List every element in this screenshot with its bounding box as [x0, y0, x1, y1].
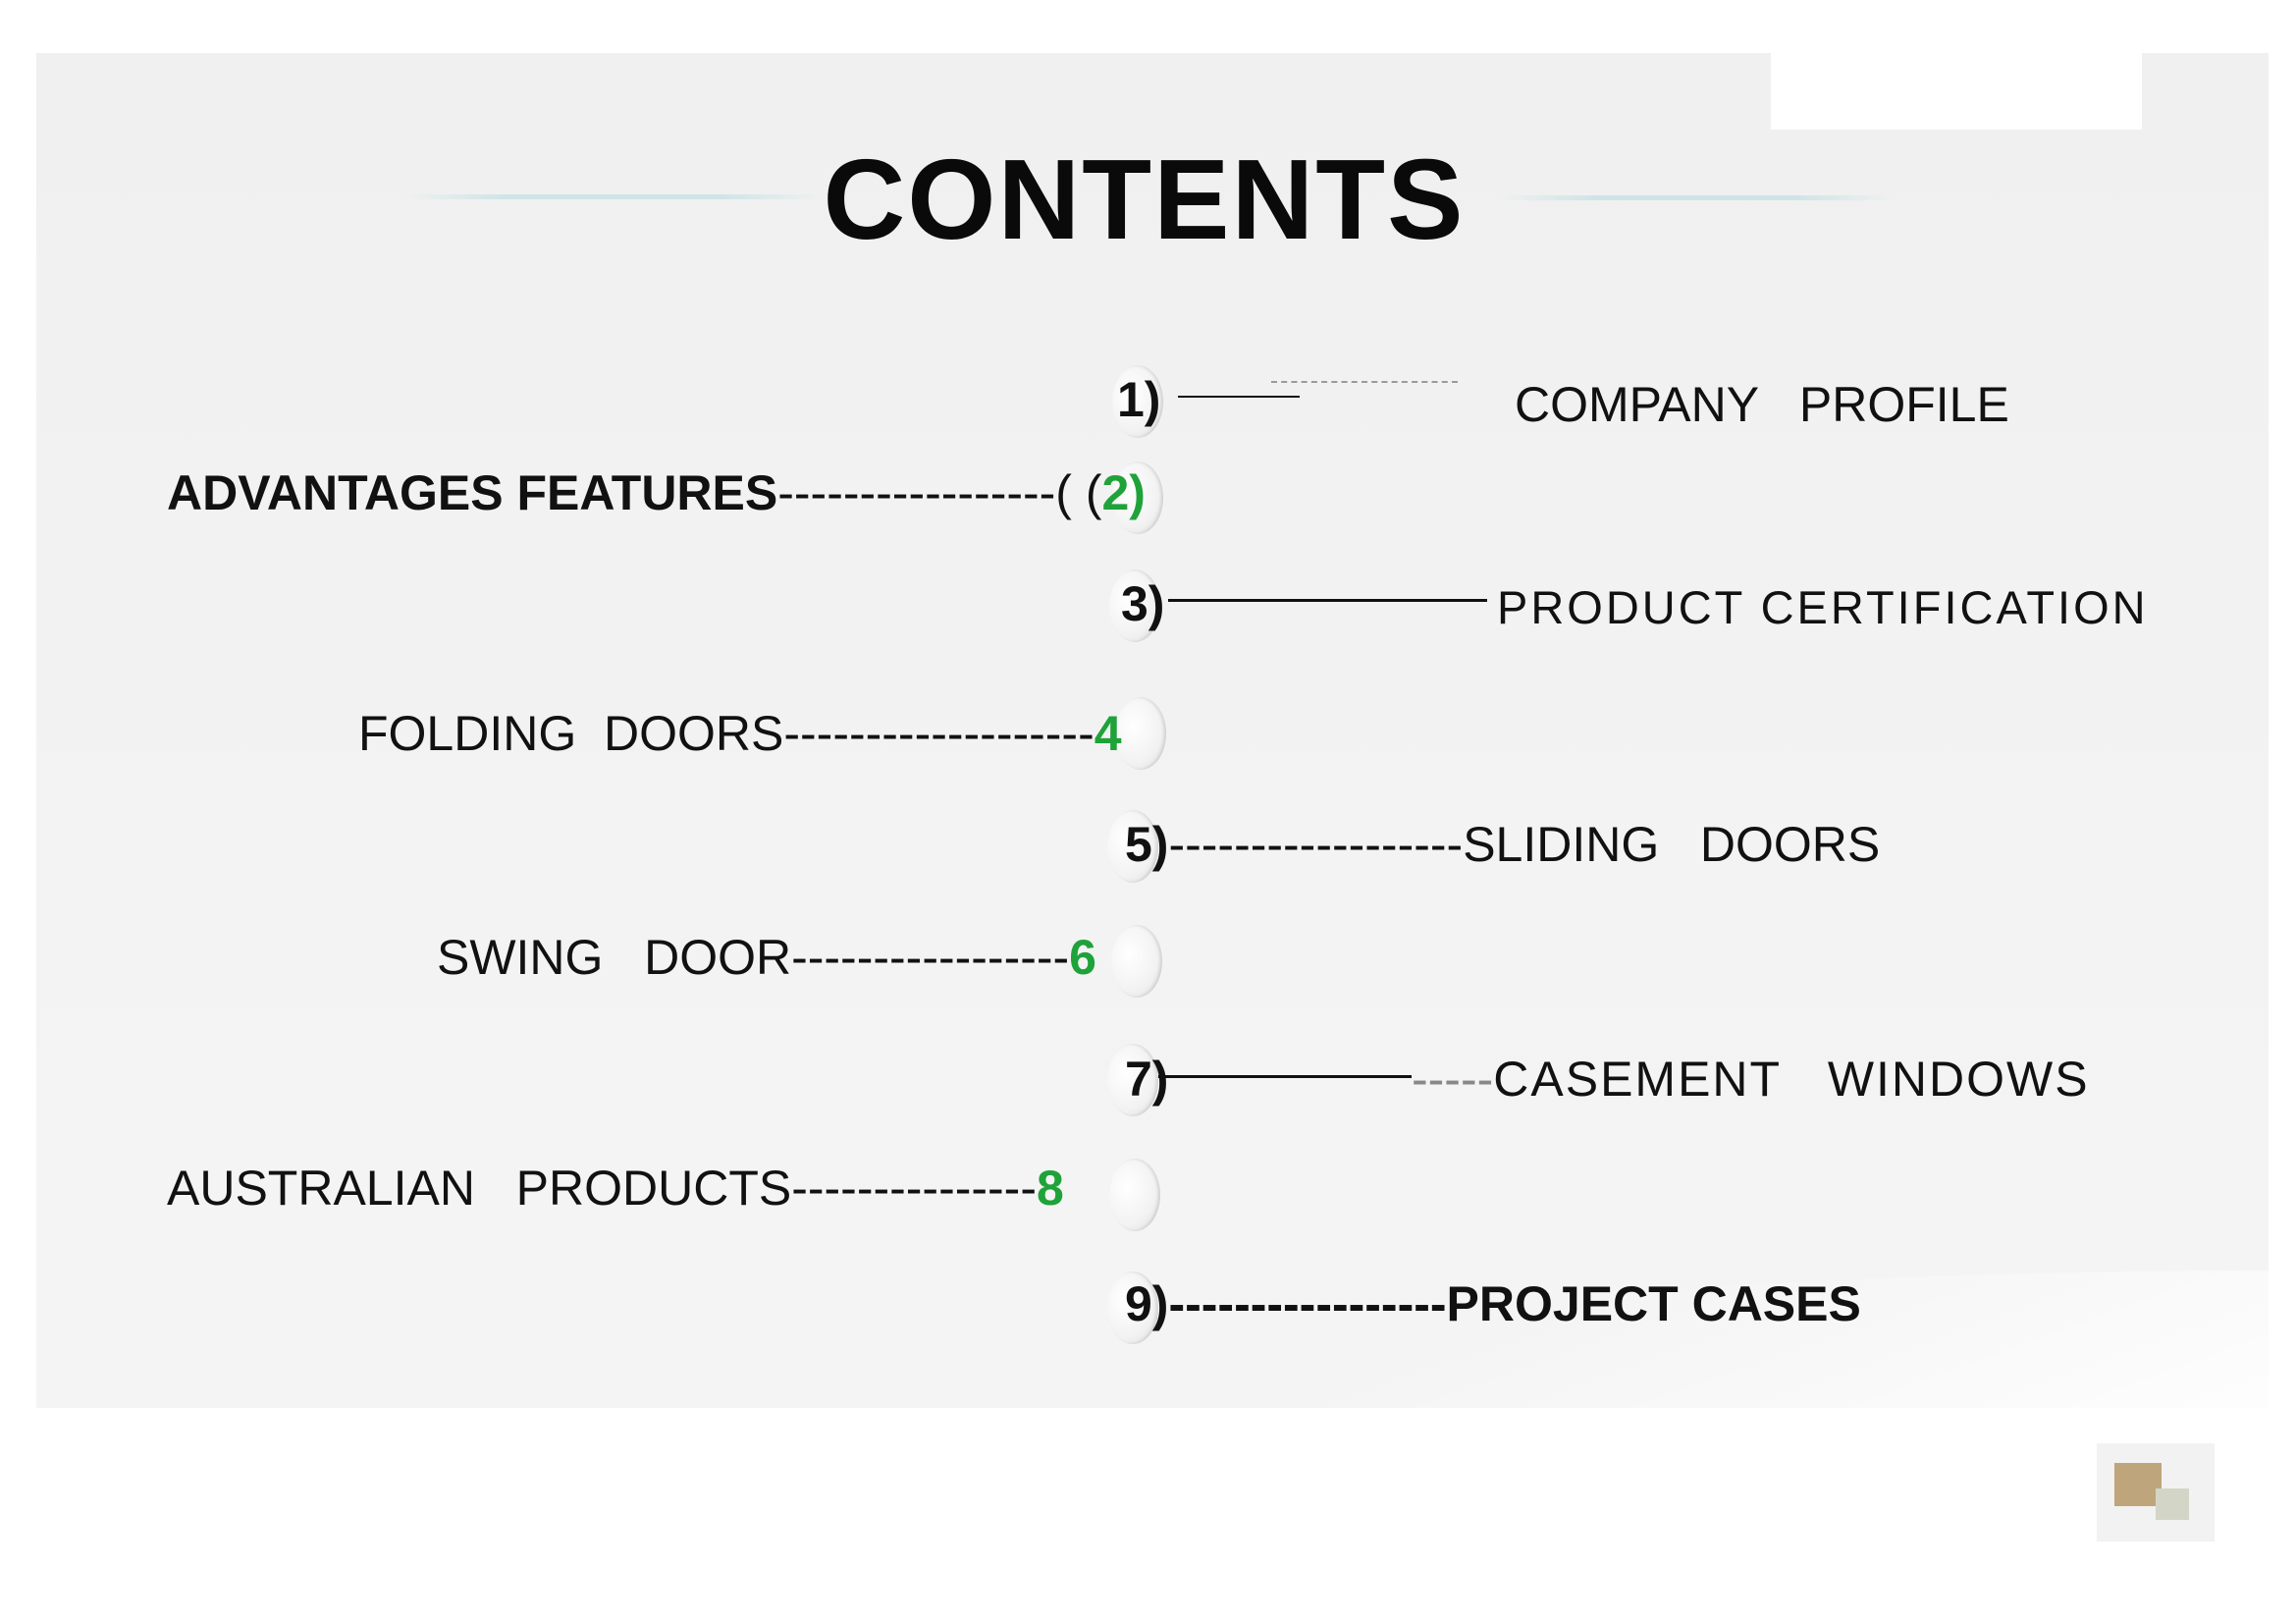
- title-rule-left: [402, 194, 825, 199]
- item-number: 8: [1036, 1161, 1064, 1216]
- logo-square-sage: [2156, 1488, 2189, 1520]
- item-number: 3): [1121, 576, 1165, 631]
- contents-item-4: FOLDING DOORS-------------------4: [358, 709, 1122, 758]
- contents-item-3: 3): [1121, 579, 1164, 628]
- hub-circle-2: [1112, 461, 1163, 534]
- item-label: SLIDING DOORS: [1463, 817, 1881, 872]
- contents-item-9: 9)-----------------PROJECT CASES: [1125, 1279, 1861, 1328]
- corner-notch: [1771, 53, 2142, 130]
- item-connector: -------------------: [783, 706, 1095, 761]
- item-number: 7): [1125, 1052, 1169, 1107]
- hub-circle-6: [1111, 925, 1162, 998]
- item-label: PROJECT CASES: [1446, 1276, 1861, 1331]
- connector-line-1: [1178, 396, 1300, 398]
- contents-item-8: AUSTRALIAN PRODUCTS---------------8: [167, 1163, 1064, 1213]
- item-label: FOLDING DOORS: [358, 706, 784, 761]
- item-label-1: COMPANY PROFILE: [1515, 377, 2009, 432]
- hub-circle-8: [1109, 1159, 1160, 1231]
- item-number: 2): [1101, 465, 1146, 520]
- contents-item-1: 1): [1117, 375, 1160, 424]
- contents-item-5: 5)------------------SLIDING DOORS: [1125, 820, 1880, 869]
- item-number: 1): [1117, 372, 1161, 427]
- item-connector: ------------------: [1168, 817, 1464, 872]
- item-connector: -----------------: [1168, 1276, 1447, 1331]
- contents-item-6: SWING DOOR-----------------6: [437, 933, 1096, 982]
- hub-circle-9: [1107, 1271, 1158, 1344]
- item-label: ADVANTAGES FEATURES: [167, 465, 778, 520]
- brand-logo: [2097, 1443, 2215, 1542]
- item-label: AUSTRALIAN PRODUCTS: [167, 1161, 792, 1216]
- item-number: 4: [1094, 706, 1122, 761]
- hub-circle-4: [1115, 697, 1166, 770]
- item-connector: -----------------( (: [777, 465, 1102, 520]
- contents-item-7-label: -----CASEMENT WINDOWS: [1412, 1055, 2090, 1104]
- hub-circle-1: [1112, 365, 1163, 438]
- item-connector: -----------------: [791, 930, 1070, 985]
- item-connector: ---------------: [791, 1161, 1037, 1216]
- logo-square-gold: [2114, 1463, 2162, 1506]
- item-label: CASEMENT WINDOWS: [1493, 1052, 2090, 1107]
- item-label: SWING DOOR: [437, 930, 792, 985]
- item-number: 5): [1125, 817, 1169, 872]
- page-title: CONTENTS: [823, 135, 1466, 263]
- connector-line-3: [1168, 599, 1487, 602]
- item-number: 9): [1125, 1276, 1169, 1331]
- connector-faint-dash-1: [1271, 381, 1458, 383]
- hub-circle-3: [1109, 569, 1160, 642]
- contents-item-2: ADVANTAGES FEATURES-----------------( (2…: [167, 468, 1146, 517]
- hub-circle-5: [1107, 810, 1158, 883]
- connector-line-7: [1158, 1075, 1412, 1078]
- item-number: 6: [1069, 930, 1096, 985]
- hub-circle-7: [1107, 1044, 1158, 1116]
- item-connector: -----: [1412, 1052, 1494, 1107]
- contents-item-7: 7): [1125, 1055, 1168, 1104]
- title-rule-right: [1497, 195, 1895, 200]
- item-label-3: PRODUCT CERTIFICATION: [1497, 581, 2149, 633]
